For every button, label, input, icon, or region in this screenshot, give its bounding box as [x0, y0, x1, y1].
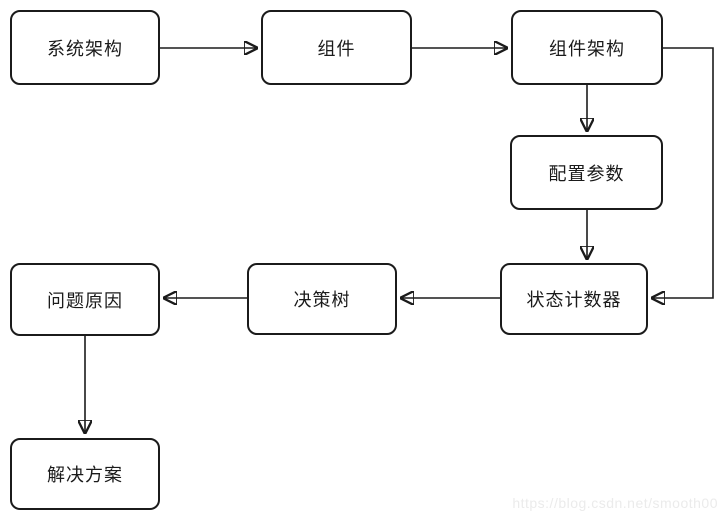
node-decision-tree: 决策树: [247, 263, 397, 335]
node-solution: 解决方案: [10, 438, 160, 510]
watermark-url: https://blog.csdn.net/smooth00: [512, 495, 718, 511]
node-component-architecture: 组件架构: [511, 10, 663, 85]
node-config-params: 配置参数: [510, 135, 663, 210]
node-component: 组件: [261, 10, 412, 85]
node-system-architecture: 系统架构: [10, 10, 160, 85]
node-problem-cause: 问题原因: [10, 263, 160, 336]
edge-comparch-to-statecounter-bypass: [653, 47, 714, 298]
node-state-counter: 状态计数器: [500, 263, 648, 335]
